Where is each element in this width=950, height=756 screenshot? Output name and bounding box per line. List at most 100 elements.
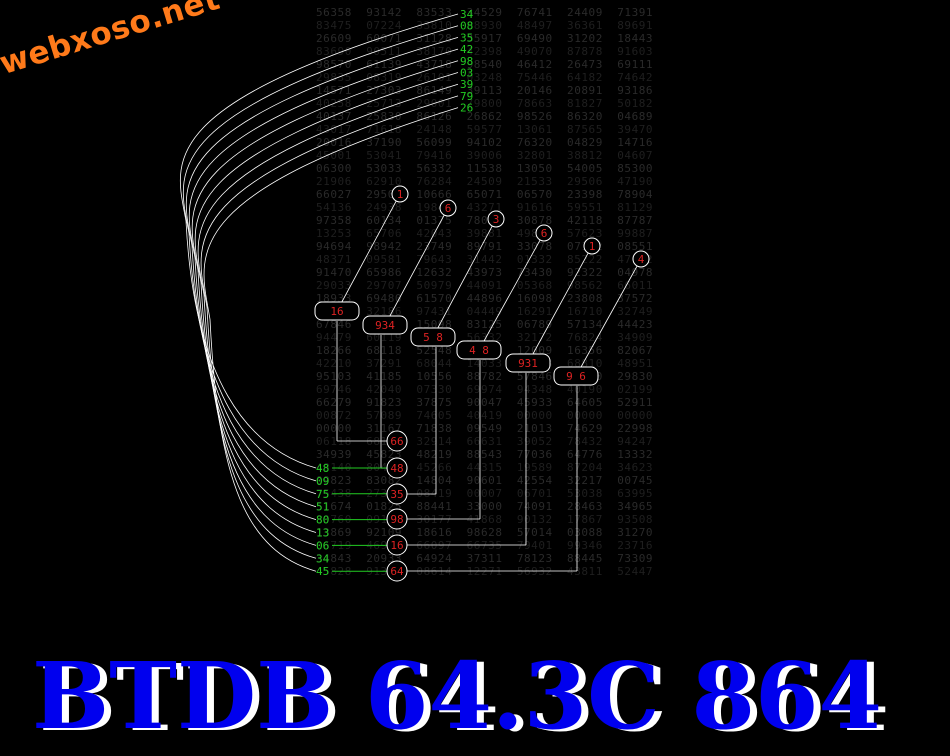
grid-row: 45001 53041 79416 39006 32801 38812 0460… [316,149,654,162]
left-label: 34 [316,552,330,565]
result-circle-label: 98 [390,513,403,526]
marker-link [432,218,497,338]
result-circle-label: 35 [390,488,403,501]
curve-wire [197,83,459,546]
top-marker [632,250,650,268]
result-circle [386,430,408,452]
left-label: 06 [316,539,329,552]
grid-row: 20016 37190 56099 94102 76320 04829 1471… [316,136,654,149]
top-label: 26 [460,102,473,115]
grid-row: 83690 90511 38170 42398 49070 87878 9160… [316,45,654,58]
mark-group: 3408354298033979264809755180130634451636… [314,8,650,582]
top-marker [583,237,601,255]
curve-wire [200,95,459,559]
result-banner: BTDB 64.3C 864 BTDB 64.3C 864 [32,642,889,750]
grid-row: 21906 62910 76284 24509 21533 29506 4719… [316,175,654,188]
top-marker [391,185,409,203]
grid-row: 56358 93142 83533 34529 76741 24409 7139… [316,6,654,19]
top-label: 03 [460,67,473,80]
grid-row: 83475 07224 33810 08930 48497 36361 8969… [316,19,654,32]
result-circle-label: 64 [390,565,404,578]
curve-group [179,13,459,572]
top-marker-label: 3 [493,213,500,226]
grid-row: 29033 29707 50979 44091 05368 98562 6601… [316,279,654,292]
mid-box [505,353,551,373]
mid-box-label: 4 8 [469,344,489,357]
top-label: 08 [460,20,473,33]
left-label: 80 [316,514,329,527]
marker-link [336,193,401,312]
grid-row: 29835 08319 26101 03248 75446 64182 7464… [316,71,654,84]
grid-row: 43017 71618 24148 59577 13061 87565 3947… [316,123,654,136]
mid-box [362,315,408,335]
top-marker-label: 6 [541,227,548,240]
mid-box [553,366,599,386]
result-circle-label: 48 [390,462,403,475]
top-marker-label: 1 [397,188,404,201]
marker-link [575,258,642,377]
curve-wire [191,60,459,520]
grid-row: 98570 61139 43718 98540 46412 26473 6911… [316,58,654,71]
left-label: 48 [316,462,329,475]
mid-box-label: 934 [375,319,395,332]
curve-wire [185,37,459,495]
grid-row: 67846 16910 15098 83125 06789 57134 4442… [316,318,654,331]
result-circle [386,534,408,556]
left-label: 51 [316,501,329,514]
result-circle [386,560,408,582]
mid-box-label: 931 [518,357,538,370]
top-marker [439,199,457,217]
top-marker [487,210,505,228]
grid-row: 80760 09127 30177 41868 90132 17867 9350… [316,513,654,526]
result-circle [386,508,408,530]
grid-row: 06300 53033 56332 11538 13050 54005 8530… [316,162,654,175]
grid-row: 54136 24938 19842 43271 91616 59551 8112… [316,201,654,214]
grid-row: 40137 25830 86126 26862 98526 86320 0468… [316,110,654,123]
mid-box-label: 16 [330,305,343,318]
result-circle-label: 16 [390,539,403,552]
curve-wire [194,72,459,533]
top-marker [535,224,553,242]
grid-row: 66279 91823 37875 90047 45933 64605 5291… [316,396,654,409]
mid-box-label: 9 6 [566,370,586,383]
result-circle [386,457,408,479]
grid-row: 66027 29501 10666 65071 06570 23398 7890… [316,188,654,201]
marker-link [384,207,449,326]
grid-row: 00000 31167 71838 09549 21013 74629 2299… [316,422,654,435]
left-label: 75 [316,488,329,501]
top-label: 42 [460,43,473,56]
top-label: 35 [460,31,473,44]
curve-wire [203,107,459,572]
left-label: 13 [316,527,329,540]
top-label: 98 [460,55,473,68]
mid-box [456,340,502,360]
marker-link [478,232,545,351]
top-label: 34 [460,8,474,21]
grid-row: 18933 69480 61570 44896 16098 23808 3757… [316,292,654,305]
left-label: 45 [316,565,329,578]
top-marker-label: 6 [445,202,452,215]
mid-box-label: 5 8 [423,331,443,344]
result-circle [386,483,408,505]
grid-row: 14571 27303 86149 39113 20146 20891 9318… [316,84,654,97]
mid-box [410,327,456,347]
marker-link [527,245,593,364]
curve-wire [188,48,459,508]
curve-wire [182,25,459,482]
banner-shadow: BTDB 64.3C 864 [39,644,889,750]
result-circle-label: 66 [390,435,403,448]
mid-box [314,301,360,321]
curve-wire [179,13,459,469]
grid-row: 26609 60071 31128 35917 69490 31202 1844… [316,32,654,45]
grid-row: 51674 01825 88441 33000 74091 28463 3496… [316,500,654,513]
top-label: 79 [460,90,473,103]
grid-row: 91470 65986 12632 43973 73430 92322 0497… [316,266,654,279]
link-group [332,193,642,572]
top-label: 39 [460,78,473,91]
top-marker-label: 4 [638,253,645,266]
left-label: 09 [316,475,329,488]
top-marker-label: 1 [589,240,596,253]
banner-text: BTDB 64.3C 864 [32,642,882,750]
